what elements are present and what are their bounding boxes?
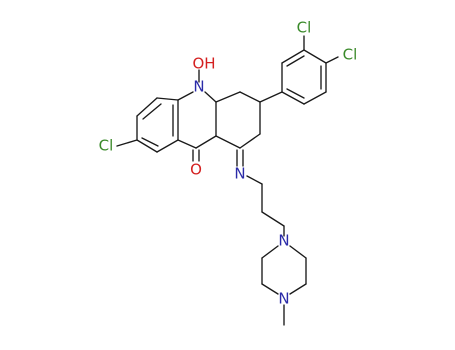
atom-labels: Cl OH N O N Cl Cl N N [99, 19, 358, 308]
hydroxyl-label: OH [192, 55, 215, 73]
piperazine-nitrogen-2-label: N [278, 290, 289, 308]
bond-lines [116, 35, 339, 326]
imine-nitrogen-label: N [234, 165, 245, 183]
chlorine-label-3: Cl [297, 19, 312, 37]
chlorine-label-left: Cl [99, 137, 114, 155]
acridine-nitrogen-label: N [193, 78, 204, 96]
ketone-oxygen-label: O [190, 161, 202, 179]
chlorine-label-4: Cl [343, 46, 358, 64]
piperazine-nitrogen-1-label: N [278, 232, 289, 250]
